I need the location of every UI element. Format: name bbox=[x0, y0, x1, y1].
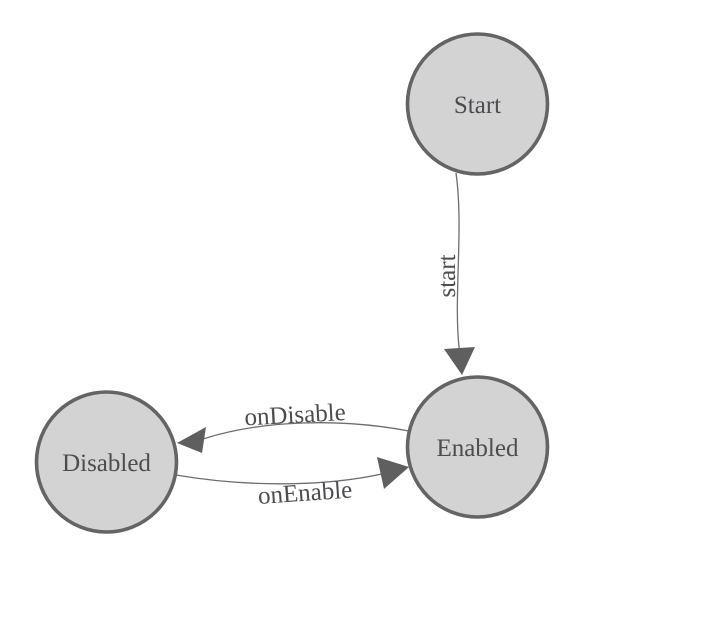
state-label-enabled: Enabled bbox=[437, 435, 519, 462]
state-circle-enabled[interactable] bbox=[405, 375, 550, 519]
state-circle-disabled[interactable] bbox=[34, 390, 179, 534]
state-node-disabled[interactable]: Disabled bbox=[34, 390, 179, 534]
state-circle-start[interactable] bbox=[405, 32, 550, 176]
state-label-start: Start bbox=[454, 92, 501, 119]
edge-label-on-disable: onDisable bbox=[244, 399, 347, 431]
transition-edge-disabled-to-enabled bbox=[175, 472, 387, 485]
edge-label-on-enable: onEnable bbox=[257, 476, 353, 510]
arrowhead-icon bbox=[444, 347, 475, 375]
transition-edge-start-to-enabled bbox=[455, 172, 461, 352]
arrowhead-icon bbox=[377, 457, 409, 489]
transition-edge-enabled-to-disabled bbox=[202, 422, 410, 440]
arrowhead-icon bbox=[177, 427, 206, 453]
state-label-disabled: Disabled bbox=[62, 450, 151, 477]
edge-label-start: start bbox=[434, 254, 461, 297]
state-node-enabled[interactable]: Enabled bbox=[405, 375, 550, 519]
state-node-start[interactable]: Start bbox=[405, 32, 550, 176]
